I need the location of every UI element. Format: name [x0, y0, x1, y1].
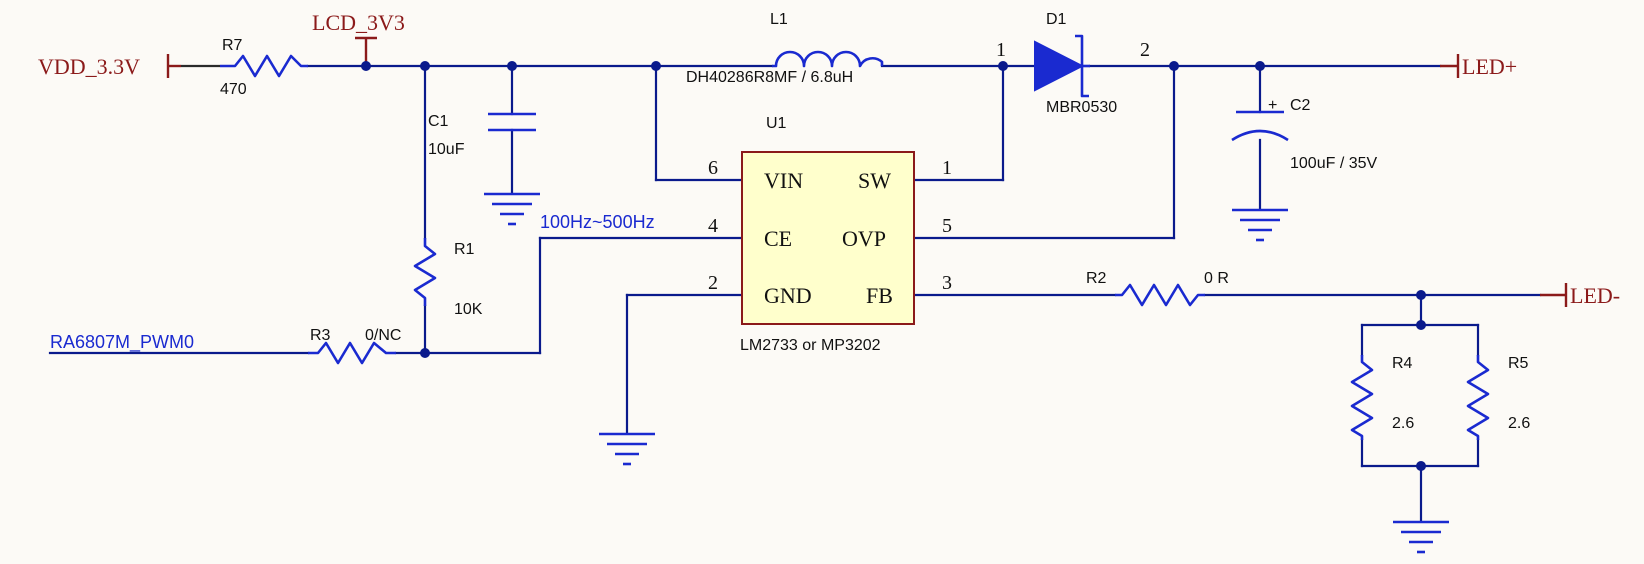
resistor-r4: R4 2.6	[1350, 355, 1414, 440]
u1-pin-vin-num: 6	[708, 157, 718, 179]
junction	[651, 61, 661, 71]
r5-value: 2.6	[1508, 415, 1530, 432]
u1-value: LM2733 or MP3202	[740, 337, 881, 354]
r1-value: 10K	[454, 301, 483, 318]
u1-pin-gnd-name: GND	[764, 283, 812, 308]
lcd-3v3-port: LCD_3V3	[312, 10, 405, 40]
r5-ref: R5	[1508, 355, 1529, 372]
freq-net-label: 100Hz~500Hz	[540, 212, 655, 232]
r3-value: 0/NC	[365, 327, 401, 344]
junction	[361, 61, 371, 71]
c2-ref: C2	[1290, 97, 1311, 114]
led-minus-port: LED-	[1564, 283, 1620, 308]
r7-ref: R7	[222, 37, 243, 54]
d1-pin-a: 1	[996, 39, 1006, 61]
u1-pin-ovp-num: 5	[942, 215, 952, 237]
ground-icon	[484, 192, 540, 226]
d1-ref: D1	[1046, 11, 1067, 28]
c2-value: 100uF / 35V	[1290, 155, 1378, 172]
vdd-net-label: VDD_3.3V	[38, 54, 140, 79]
r2-ref: R2	[1086, 270, 1107, 287]
ground-icon	[1232, 208, 1288, 242]
led-plus-port: LED+	[1456, 54, 1517, 79]
r1-ref: R1	[454, 241, 475, 258]
r4-ref: R4	[1392, 355, 1413, 372]
wires	[48, 38, 1566, 522]
u1-pin-fb-name: FB	[866, 283, 893, 308]
r3-ref: R3	[310, 327, 331, 344]
led-minus-net-label: LED-	[1570, 283, 1620, 308]
u1-pin-ce-num: 4	[708, 215, 718, 237]
u1-pin-sw-num: 1	[942, 157, 952, 179]
junction	[1416, 461, 1426, 471]
l1-value: DH40286R8MF / 6.8uH	[686, 69, 853, 86]
u1-pin-ovp-name: OVP	[842, 226, 886, 251]
u1-pin-sw-name: SW	[858, 168, 891, 193]
vdd-port: VDD_3.3V	[38, 54, 181, 79]
d1-value: MBR0530	[1046, 99, 1117, 116]
inductor-l1: L1 DH40286R8MF / 6.8uH	[686, 11, 884, 86]
ground-icon	[1393, 520, 1449, 554]
junction	[1416, 290, 1426, 300]
junction	[507, 61, 517, 71]
c2-polarity: +	[1268, 97, 1277, 114]
c1-ref: C1	[428, 113, 449, 130]
lcd-net-label: LCD_3V3	[312, 10, 405, 35]
ground-icon	[599, 432, 655, 466]
u1-pin-gnd-num: 2	[708, 272, 718, 294]
diode-d1: D1 MBR0530 1 2	[996, 11, 1150, 116]
resistor-r5: R5 2.6	[1466, 355, 1530, 440]
d1-pin-k: 2	[1140, 39, 1150, 61]
resistor-r3: R3 0/NC	[308, 327, 401, 365]
junction	[420, 348, 430, 358]
resistor-r1: R1 10K	[413, 238, 483, 318]
r2-value: 0 R	[1204, 270, 1229, 287]
u1-ref: U1	[766, 115, 787, 132]
l1-ref: L1	[770, 11, 788, 28]
junction	[998, 61, 1008, 71]
u1-pin-ce-name: CE	[764, 226, 792, 251]
resistor-r7: R7 470	[220, 37, 308, 98]
led-plus-net-label: LED+	[1462, 54, 1517, 79]
ic-u1: U1 LM2733 or MP3202 VIN SW CE OVP GND FB…	[708, 115, 952, 354]
pwm-net-label: RA6807M_PWM0	[50, 332, 194, 353]
capacitor-c2: + C2 100uF / 35V	[1231, 97, 1378, 172]
junctions	[361, 61, 1426, 471]
u1-pin-vin-name: VIN	[764, 168, 803, 193]
r4-value: 2.6	[1392, 415, 1414, 432]
u1-pin-fb-num: 3	[942, 272, 952, 294]
r7-value: 470	[220, 81, 247, 98]
junction	[1416, 320, 1426, 330]
junction	[420, 61, 430, 71]
c1-value: 10uF	[428, 141, 465, 158]
junction	[1255, 61, 1265, 71]
resistor-r2: R2 0 R	[1086, 270, 1229, 307]
junction	[1169, 61, 1179, 71]
capacitor-c1: C1 10uF	[428, 112, 536, 158]
